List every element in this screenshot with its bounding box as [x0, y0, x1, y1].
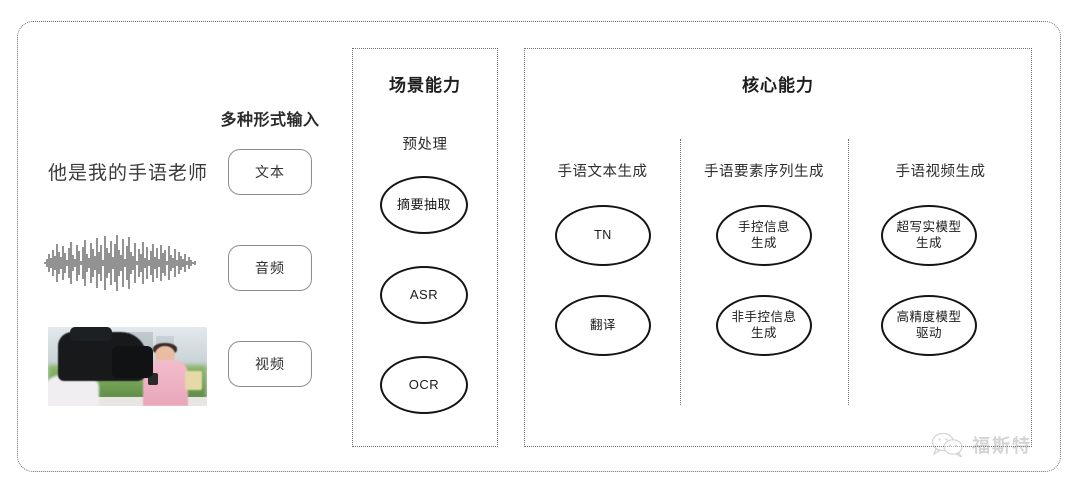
thumbnail-ground — [48, 396, 207, 406]
input-section-header: 多种形式输入 — [220, 112, 320, 129]
core-panel-title: 核心能力 — [742, 76, 814, 95]
thumbnail-reporter-head — [154, 345, 176, 364]
core-node-tn[interactable]: TN — [555, 205, 651, 266]
thumbnail-camera-lens — [111, 345, 153, 378]
scene-node-asr[interactable]: ASR — [380, 266, 468, 324]
core-node-hyperreal-model-line1: 超写实模型 — [896, 220, 962, 235]
scene-node-asr-label: ASR — [409, 287, 439, 303]
scene-panel-subtitle: 预处理 — [402, 137, 448, 153]
core-column-divider-2 — [848, 139, 849, 405]
scene-node-summary-label: 摘要抽取 — [396, 197, 451, 213]
core-node-highprecision-model-line1: 高精度模型 — [896, 310, 962, 325]
audio-waveform-icon — [44, 235, 196, 291]
scene-node-ocr-label: OCR — [408, 377, 440, 393]
outer-frame — [17, 21, 1061, 472]
core-node-highprecision-model[interactable]: 高精度模型 驱动 — [881, 295, 977, 356]
input-button-audio[interactable]: 音频 — [228, 245, 312, 291]
input-sample-text: 他是我的手语老师 — [47, 163, 208, 184]
core-node-hyperreal-model[interactable]: 超写实模型 生成 — [881, 205, 977, 266]
video-thumbnail — [48, 327, 207, 406]
core-capability-panel: 核心能力 手语文本生成 TN 翻译 手语要素序列生成 手控信息 生成 — [524, 48, 1032, 447]
wechat-logo-icon — [931, 432, 963, 458]
thumbnail-script — [184, 371, 203, 391]
core-column-3-header: 手语视频生成 — [895, 164, 986, 180]
input-button-video-label: 视频 — [255, 356, 285, 372]
core-column-1-header: 手语文本生成 — [557, 164, 648, 180]
scene-panel-title: 场景能力 — [389, 76, 461, 95]
core-node-translation[interactable]: 翻译 — [555, 295, 651, 356]
core-node-hyperreal-model-line2: 生成 — [915, 235, 942, 250]
core-node-translation-label: 翻译 — [589, 317, 616, 332]
input-button-text-label: 文本 — [255, 164, 285, 180]
core-node-nonmanual-info-line1: 非手控信息 — [731, 310, 797, 325]
core-node-nonmanual-info-line2: 生成 — [750, 325, 777, 340]
scene-capability-panel: 场景能力 预处理 摘要抽取 ASR OCR — [352, 48, 498, 447]
core-column-2-header: 手语要素序列生成 — [704, 164, 824, 180]
core-node-manual-info-line1: 手控信息 — [737, 220, 790, 235]
core-node-manual-info[interactable]: 手控信息 生成 — [716, 205, 812, 266]
input-button-video[interactable]: 视频 — [228, 341, 312, 387]
core-column-divider-1 — [680, 139, 681, 405]
thumbnail-microphone — [148, 372, 158, 386]
core-node-nonmanual-info[interactable]: 非手控信息 生成 — [716, 295, 812, 356]
watermark: 福斯特 — [931, 432, 1032, 458]
core-node-tn-label: TN — [594, 227, 612, 242]
watermark-text: 福斯特 — [972, 436, 1032, 456]
input-button-text[interactable]: 文本 — [228, 149, 312, 195]
thumbnail-camera-top — [70, 327, 112, 342]
scene-node-ocr[interactable]: OCR — [380, 356, 468, 414]
core-node-highprecision-model-line2: 驱动 — [915, 325, 942, 340]
input-button-audio-label: 音频 — [255, 260, 285, 276]
scene-node-summary[interactable]: 摘要抽取 — [380, 176, 468, 234]
core-node-manual-info-line2: 生成 — [750, 235, 777, 250]
